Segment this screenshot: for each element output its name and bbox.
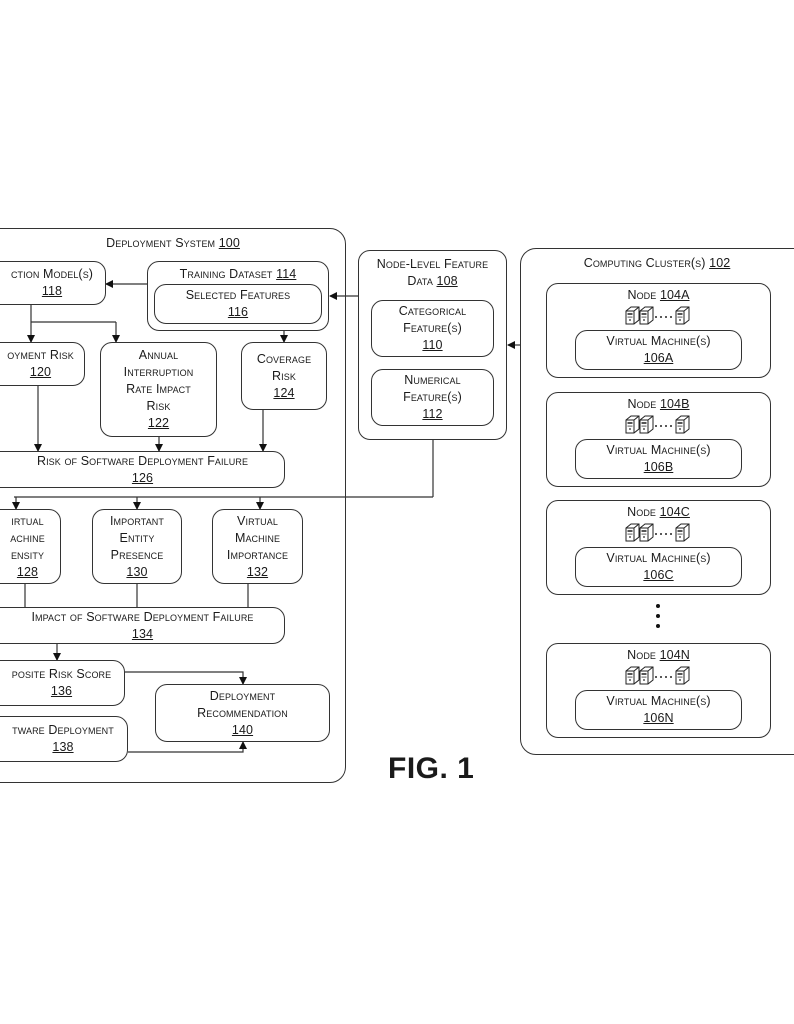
coverage-risk-box: Coverage Risk 124 [241, 342, 327, 410]
node-title: Node 104A [627, 288, 690, 302]
node-box: Node 104C [546, 500, 771, 595]
risk-of-failure-box: Risk of Software Deployment Failure 126 [0, 451, 285, 488]
arrow-136-to-140 [125, 671, 247, 685]
deployment-system-container: Deployment System 100 [0, 228, 346, 783]
server-icon [625, 523, 689, 542]
annual-interruption-risk-box: Annual Interruption Rate Impact Risk 122 [100, 342, 217, 437]
node-box: Node 104B [546, 392, 771, 487]
virtual-machines-box: Virtual Machine(s) 106A [575, 330, 742, 370]
virtual-machines-box: Virtual Machine(s) 106B [575, 439, 742, 479]
server-icons [547, 305, 770, 327]
figure-label: FIG. 1 [388, 752, 475, 785]
server-icon [625, 415, 689, 434]
arrow-138-to-140 [128, 741, 247, 753]
node-box: Node 104N [546, 643, 771, 738]
ref-100: 100 [218, 236, 240, 250]
computing-cluster-title: Computing Cluster(s) 102 [583, 256, 731, 270]
server-icons [547, 665, 770, 687]
vertical-ellipsis-icon [653, 604, 663, 634]
deployment-system-title: Deployment System 100 [106, 236, 240, 250]
software-deployment-box: tware Deployment 138 [0, 716, 128, 762]
selected-features-box: Selected Features 116 [154, 284, 322, 324]
server-icons [547, 414, 770, 436]
node-title: Node 104B [627, 397, 690, 411]
impact-of-failure-box: Impact of Software Deployment Failure 13… [0, 607, 285, 644]
computing-cluster-container: Computing Cluster(s) 102 [520, 248, 794, 755]
prediction-models-box: ction Model(s) 118 [0, 261, 106, 305]
important-entity-box: Important Entity Presence 130 [92, 509, 182, 584]
server-icons [547, 522, 770, 544]
categorical-features-box: Categorical Feature(s) 110 [371, 300, 494, 357]
server-icon [625, 666, 689, 685]
training-dataset-box: Training Dataset 114 Selected Features 1… [147, 261, 329, 331]
virtual-machines-box: Virtual Machine(s) 106N [575, 690, 742, 730]
deployment-risk-box: oyment Risk 120 [0, 342, 85, 386]
vm-importance-box: Virtual Machine Importance 132 [212, 509, 303, 584]
numerical-features-box: Numerical Feature(s) 112 [371, 369, 494, 426]
node-title: Node 104N [627, 648, 690, 662]
node-level-feature-data-box: Node-Level Feature Data 108 Categorical … [358, 250, 507, 440]
server-icon [625, 306, 689, 325]
vm-density-box: irtual achine ensity 128 [0, 509, 61, 584]
composite-risk-score-box: posite Risk Score 136 [0, 660, 125, 706]
node-title: Node 104C [627, 505, 690, 519]
node-box: Node 104A [546, 283, 771, 378]
deployment-recommendation-box: Deployment Recommendation 140 [155, 684, 330, 742]
virtual-machines-box: Virtual Machine(s) 106C [575, 547, 742, 587]
